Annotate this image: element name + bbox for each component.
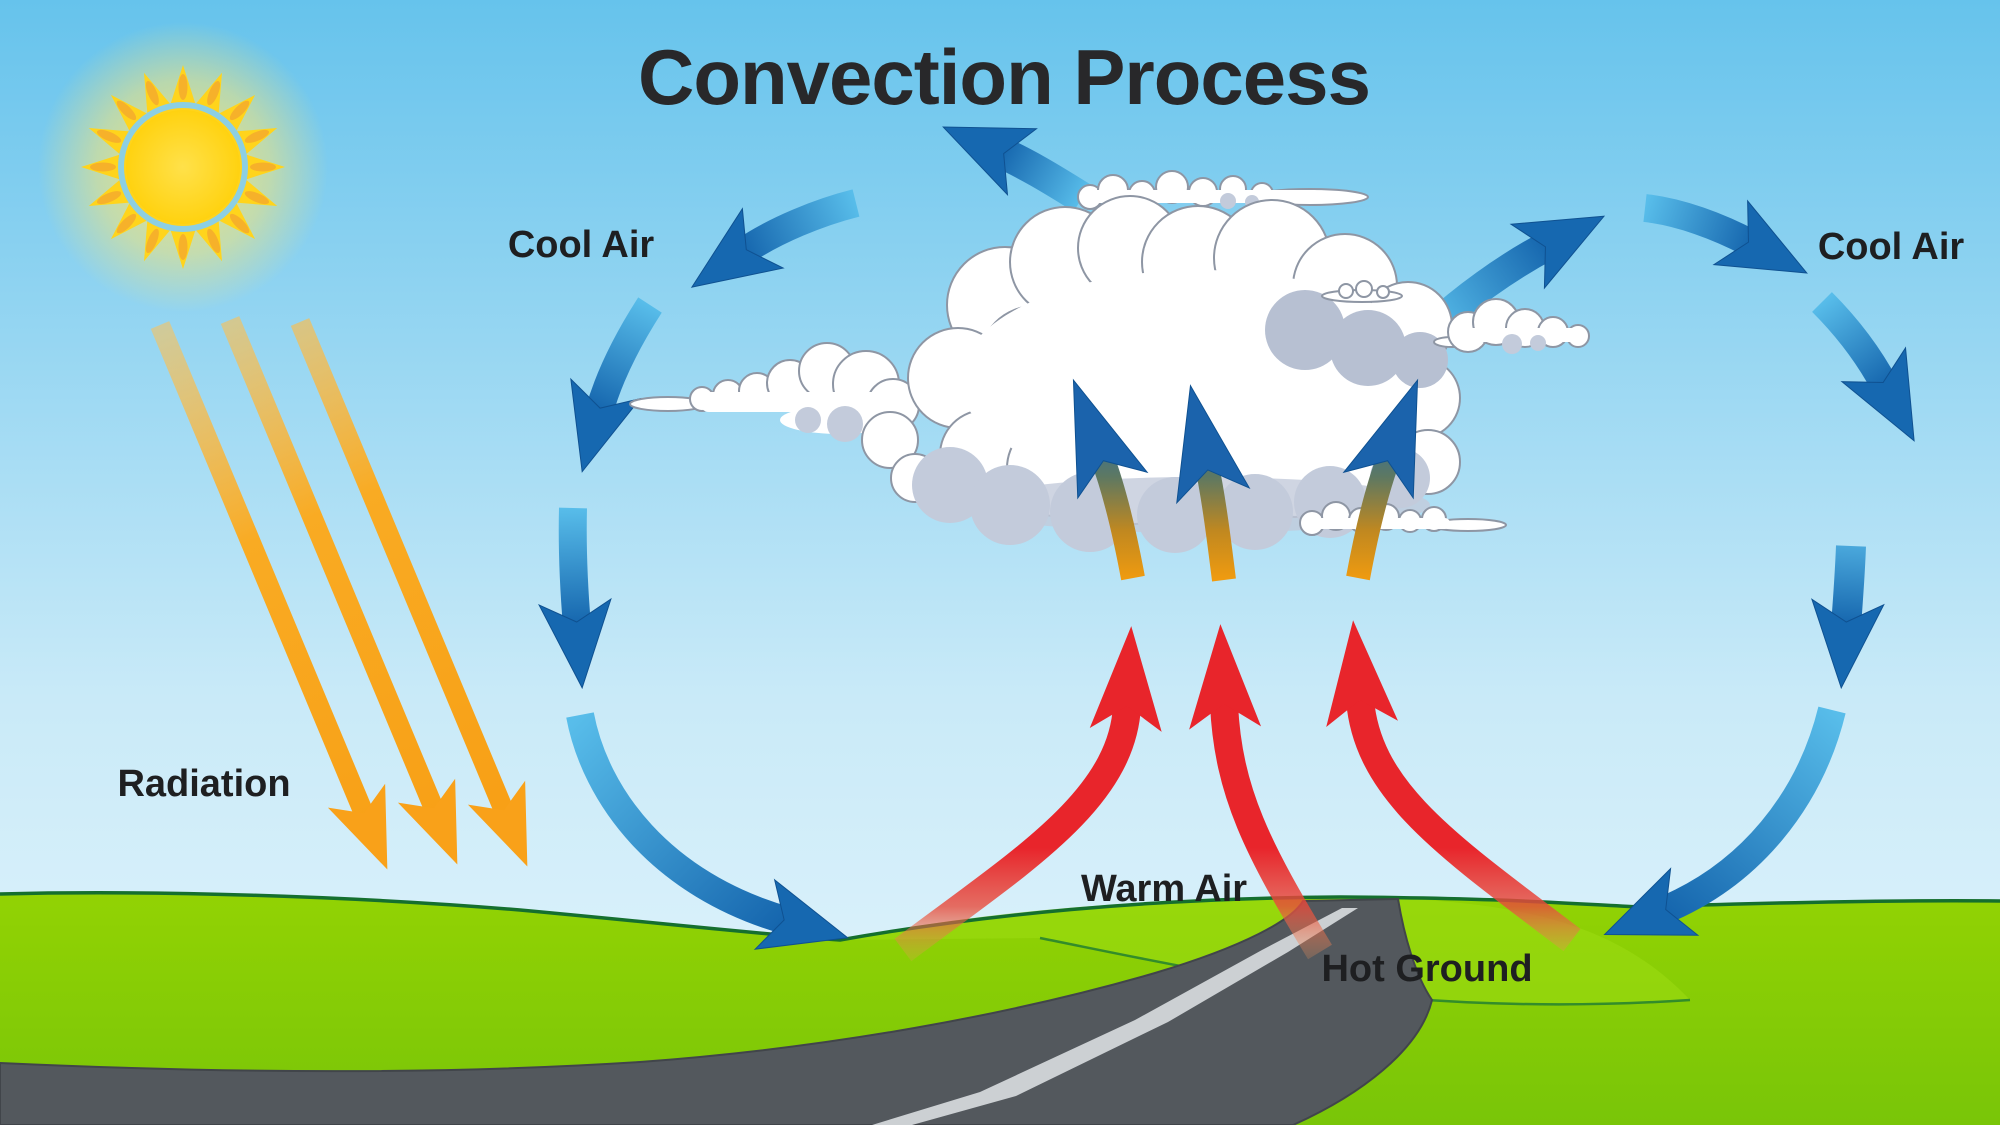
radiation-arrow-3 — [290, 318, 528, 867]
diagram-title: Convection Process — [638, 33, 1370, 121]
cool-air-cycle-left — [538, 126, 1091, 950]
label-radiation: Radiation — [117, 763, 290, 805]
radiation-arrows — [150, 316, 528, 870]
updraft-arrow-3 — [1342, 378, 1419, 581]
label-cool-air-right: Cool Air — [1818, 226, 1965, 268]
updraft-arrow-1 — [1072, 378, 1149, 581]
updraft-arrow-2 — [1176, 384, 1251, 582]
road — [0, 897, 1434, 1125]
cool-air-arrow-left-3 — [538, 507, 612, 690]
radiation-arrow-2 — [220, 316, 458, 865]
cloud-right — [1433, 298, 1590, 354]
updraft-arrows — [1072, 378, 1419, 582]
cool-air-arrow-left-1 — [690, 189, 860, 288]
cool-air-arrow-right-bottom — [1603, 706, 1846, 936]
cool-air-cycle-right — [1421, 194, 1915, 936]
cool-air-arrow-left-bottom — [566, 712, 849, 950]
cool-air-arrow-top-left — [942, 126, 1091, 212]
warm-air-arrows — [894, 620, 1581, 962]
warm-air-arrow-1 — [894, 626, 1162, 962]
warm-air-arrow-3 — [1326, 620, 1581, 952]
cool-air-arrow-right-2 — [1812, 292, 1915, 442]
cloud-left — [629, 342, 920, 442]
cool-air-arrow-right-1 — [1643, 194, 1808, 274]
warm-air-arrow-2 — [1189, 624, 1332, 960]
ground — [0, 891, 2000, 1125]
sun-ray-seeds — [90, 74, 276, 260]
label-hot-ground: Hot Ground — [1321, 948, 1532, 990]
label-cool-air-left: Cool Air — [508, 224, 655, 266]
sun-icon — [38, 22, 328, 312]
label-warm-air: Warm Air — [1081, 868, 1247, 910]
cool-air-arrow-right-3 — [1811, 545, 1885, 690]
radiation-arrow-1 — [150, 321, 388, 870]
cloud-wisp-small — [1321, 280, 1403, 303]
cool-air-arrow-left-2 — [570, 297, 662, 473]
